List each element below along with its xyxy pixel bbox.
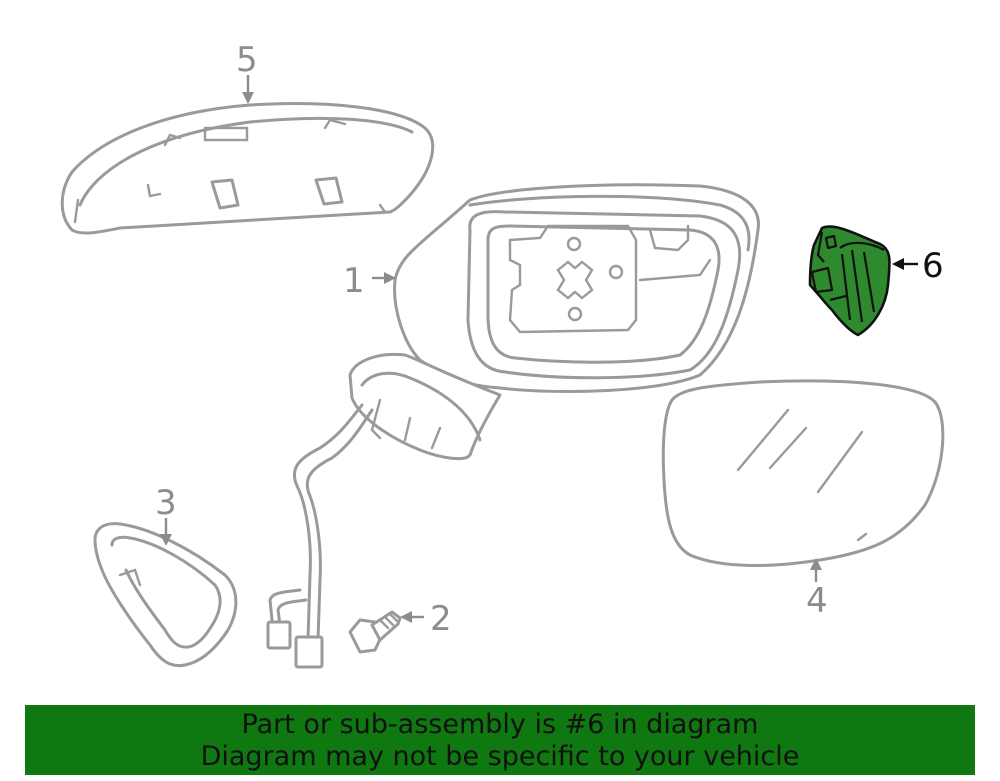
callout-arrows xyxy=(160,75,918,623)
callout-labels: 5 1 3 2 4 6 xyxy=(155,40,944,639)
banner-line-1: Part or sub-assembly is #6 in diagram xyxy=(241,709,759,740)
callout-1: 1 xyxy=(343,261,365,301)
callout-4: 4 xyxy=(806,581,828,621)
part-5-mirror-cover xyxy=(60,102,435,235)
banner-line-2: Diagram may not be specific to your vehi… xyxy=(200,741,800,772)
parts-diagram: 5 1 3 2 4 6 xyxy=(60,40,945,669)
part-4-mirror-glass xyxy=(661,379,945,567)
callout-3: 3 xyxy=(155,483,177,523)
info-banner: Part or sub-assembly is #6 in diagram Di… xyxy=(25,705,975,775)
part-6-highlighted-module xyxy=(808,225,891,337)
part-1-mirror-assembly xyxy=(266,183,760,669)
callout-2: 2 xyxy=(430,599,452,639)
part-3-gasket xyxy=(93,522,238,668)
part-2-bolt xyxy=(348,610,402,654)
callout-6: 6 xyxy=(922,246,944,286)
callout-5: 5 xyxy=(236,40,258,80)
